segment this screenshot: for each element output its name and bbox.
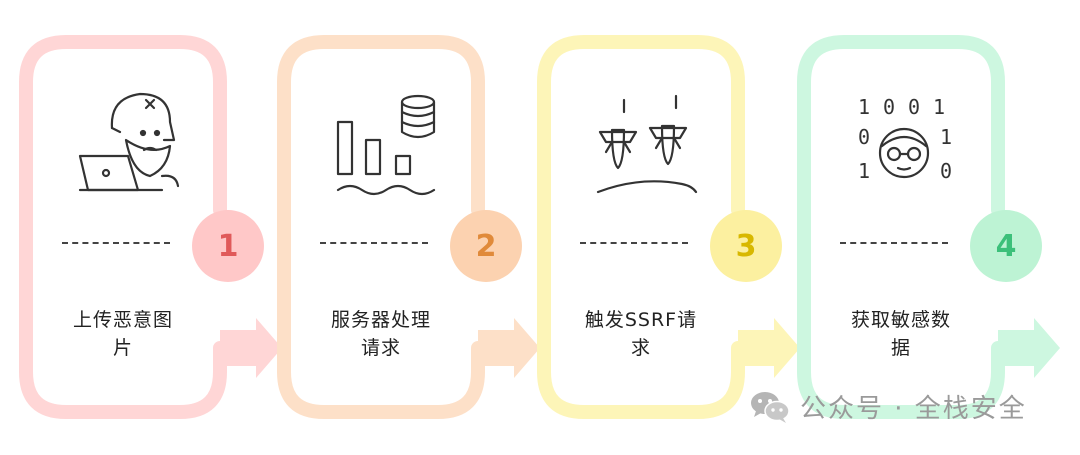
step-1-label: 上传恶意图 片 [58, 306, 188, 362]
svg-text:0: 0 [908, 95, 920, 119]
step-2-number: 2 [475, 228, 497, 264]
missiles-icon [596, 94, 698, 194]
watermark: 公众号 · 全栈安全 [750, 388, 1027, 425]
step-3-separator [580, 242, 688, 244]
step-3-label-line1: 触发SSRF请 [584, 309, 698, 331]
step-4-label: 获取敏感数 据 [836, 306, 966, 362]
server-database-icon [336, 94, 436, 196]
step-3-number: 3 [735, 228, 757, 264]
step-1-separator [62, 242, 170, 244]
svg-text:1: 1 [858, 95, 870, 119]
svg-text:0: 0 [940, 159, 952, 183]
step-4-number-badge: 4 [970, 210, 1042, 282]
step-2-arrow [478, 318, 540, 378]
step-1-arrow [220, 318, 282, 378]
step-4-number: 4 [995, 228, 1017, 264]
step-2-label-line1: 服务器处理 [330, 309, 431, 331]
step-3-frame [537, 35, 800, 419]
svg-text:1: 1 [940, 125, 952, 149]
step-1-number-badge: 1 [192, 210, 264, 282]
step-2-separator [320, 242, 428, 244]
wechat-icon [751, 391, 790, 423]
step-4-separator [840, 242, 948, 244]
step-4-label-line1: 获取敏感数 [850, 309, 951, 331]
step-4-arrow [998, 318, 1060, 378]
step-1-frame [19, 35, 282, 419]
step-2-frame [277, 35, 540, 419]
step-1-label-line2: 片 [112, 337, 133, 359]
watermark-text: 公众号 · 全栈安全 [800, 394, 1027, 424]
svg-text:1: 1 [858, 159, 870, 183]
binary-person-icon: 1 0 0 1 0 1 1 0 [858, 95, 952, 183]
step-4-frame [797, 35, 1060, 419]
step-3-label: 触发SSRF请 求 [576, 306, 706, 362]
step-2-label: 服务器处理 请求 [316, 306, 446, 362]
step-3-label-line2: 求 [630, 337, 651, 359]
step-2-number-badge: 2 [450, 210, 522, 282]
step-3-arrow [738, 318, 800, 378]
step-3-number-badge: 3 [710, 210, 782, 282]
step-1-label-line1: 上传恶意图 [72, 309, 173, 331]
svg-text:0: 0 [858, 125, 870, 149]
step-1-number: 1 [217, 228, 239, 264]
step-2-label-line2: 请求 [360, 337, 401, 359]
svg-text:0: 0 [883, 95, 895, 119]
svg-text:1: 1 [933, 95, 945, 119]
hacker-laptop-icon [78, 92, 180, 192]
step-4-label-line2: 据 [890, 337, 911, 359]
